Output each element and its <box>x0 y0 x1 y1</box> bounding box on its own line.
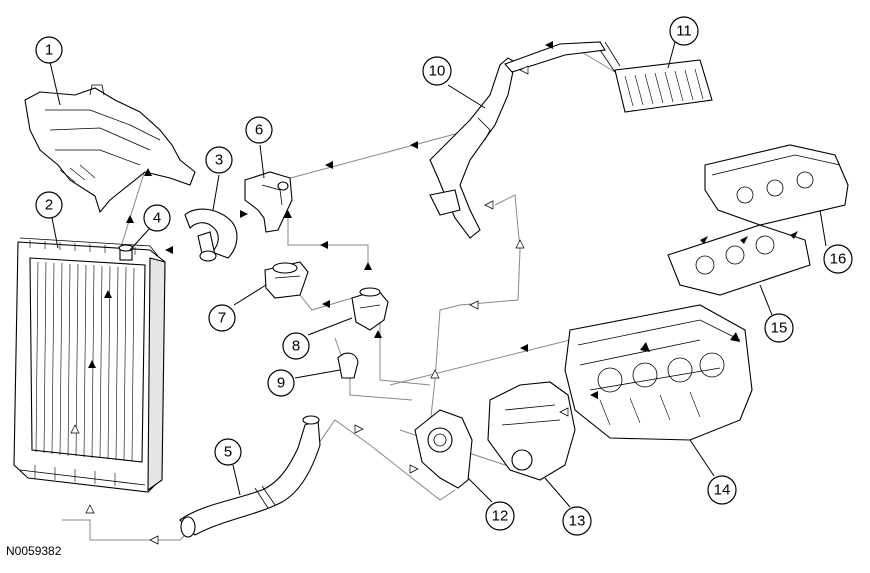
callout-10-label: 10 <box>429 63 446 80</box>
upper-radiator-hose <box>184 208 238 262</box>
callout-15: 15 <box>764 313 794 343</box>
callout-11: 11 <box>669 16 699 46</box>
callout-leaders <box>49 41 827 508</box>
callout-5: 5 <box>214 438 242 466</box>
callout-6-label: 6 <box>255 122 263 139</box>
callout-16-label: 16 <box>830 251 847 268</box>
callout-15-label: 15 <box>771 320 788 337</box>
heater-outlet-bracket <box>244 171 293 233</box>
callout-3-label: 3 <box>215 152 223 169</box>
callout-9-label: 9 <box>277 375 285 392</box>
thermostat-housing <box>264 261 309 299</box>
engine-block <box>564 304 753 441</box>
callout-4-label: 4 <box>153 210 161 227</box>
heater-tubes <box>429 41 606 239</box>
callout-12: 12 <box>485 501 515 531</box>
callout-6: 6 <box>245 116 273 144</box>
callout-12-label: 12 <box>492 508 509 525</box>
engine-front-cover <box>487 381 576 481</box>
callout-8: 8 <box>282 332 310 360</box>
callout-2-label: 2 <box>45 197 53 214</box>
callout-13-label: 13 <box>569 513 586 530</box>
radiator <box>13 237 166 493</box>
callout-11-label: 11 <box>676 23 692 40</box>
lower-radiator-hose <box>179 415 321 538</box>
water-pump <box>414 409 473 489</box>
callout-10: 10 <box>422 56 452 86</box>
cylinder-head-gasket <box>667 224 811 296</box>
cylinder-head <box>704 144 849 226</box>
figure-code: N0059382 <box>6 544 62 558</box>
callout-16: 16 <box>823 244 853 274</box>
degas-bottle <box>24 84 196 214</box>
callout-5-label: 5 <box>224 444 232 461</box>
callout-8-label: 8 <box>292 338 300 355</box>
callout-1: 1 <box>35 36 63 64</box>
callout-7: 7 <box>208 304 236 332</box>
callout-3: 3 <box>205 146 233 174</box>
radiator-inlet <box>118 244 134 261</box>
callout-9: 9 <box>267 369 295 397</box>
callout-14-label: 14 <box>714 482 731 499</box>
bypass-hose <box>337 352 359 379</box>
callout-4: 4 <box>143 204 171 232</box>
callout-1-label: 1 <box>45 42 53 59</box>
coolant-outlet <box>351 287 389 331</box>
heater-core <box>599 41 713 113</box>
callout-2: 2 <box>35 191 63 219</box>
callout-14: 14 <box>707 475 737 505</box>
callout-7-label: 7 <box>218 310 226 327</box>
flow-arrows <box>70 41 798 545</box>
callout-13: 13 <box>562 506 592 536</box>
